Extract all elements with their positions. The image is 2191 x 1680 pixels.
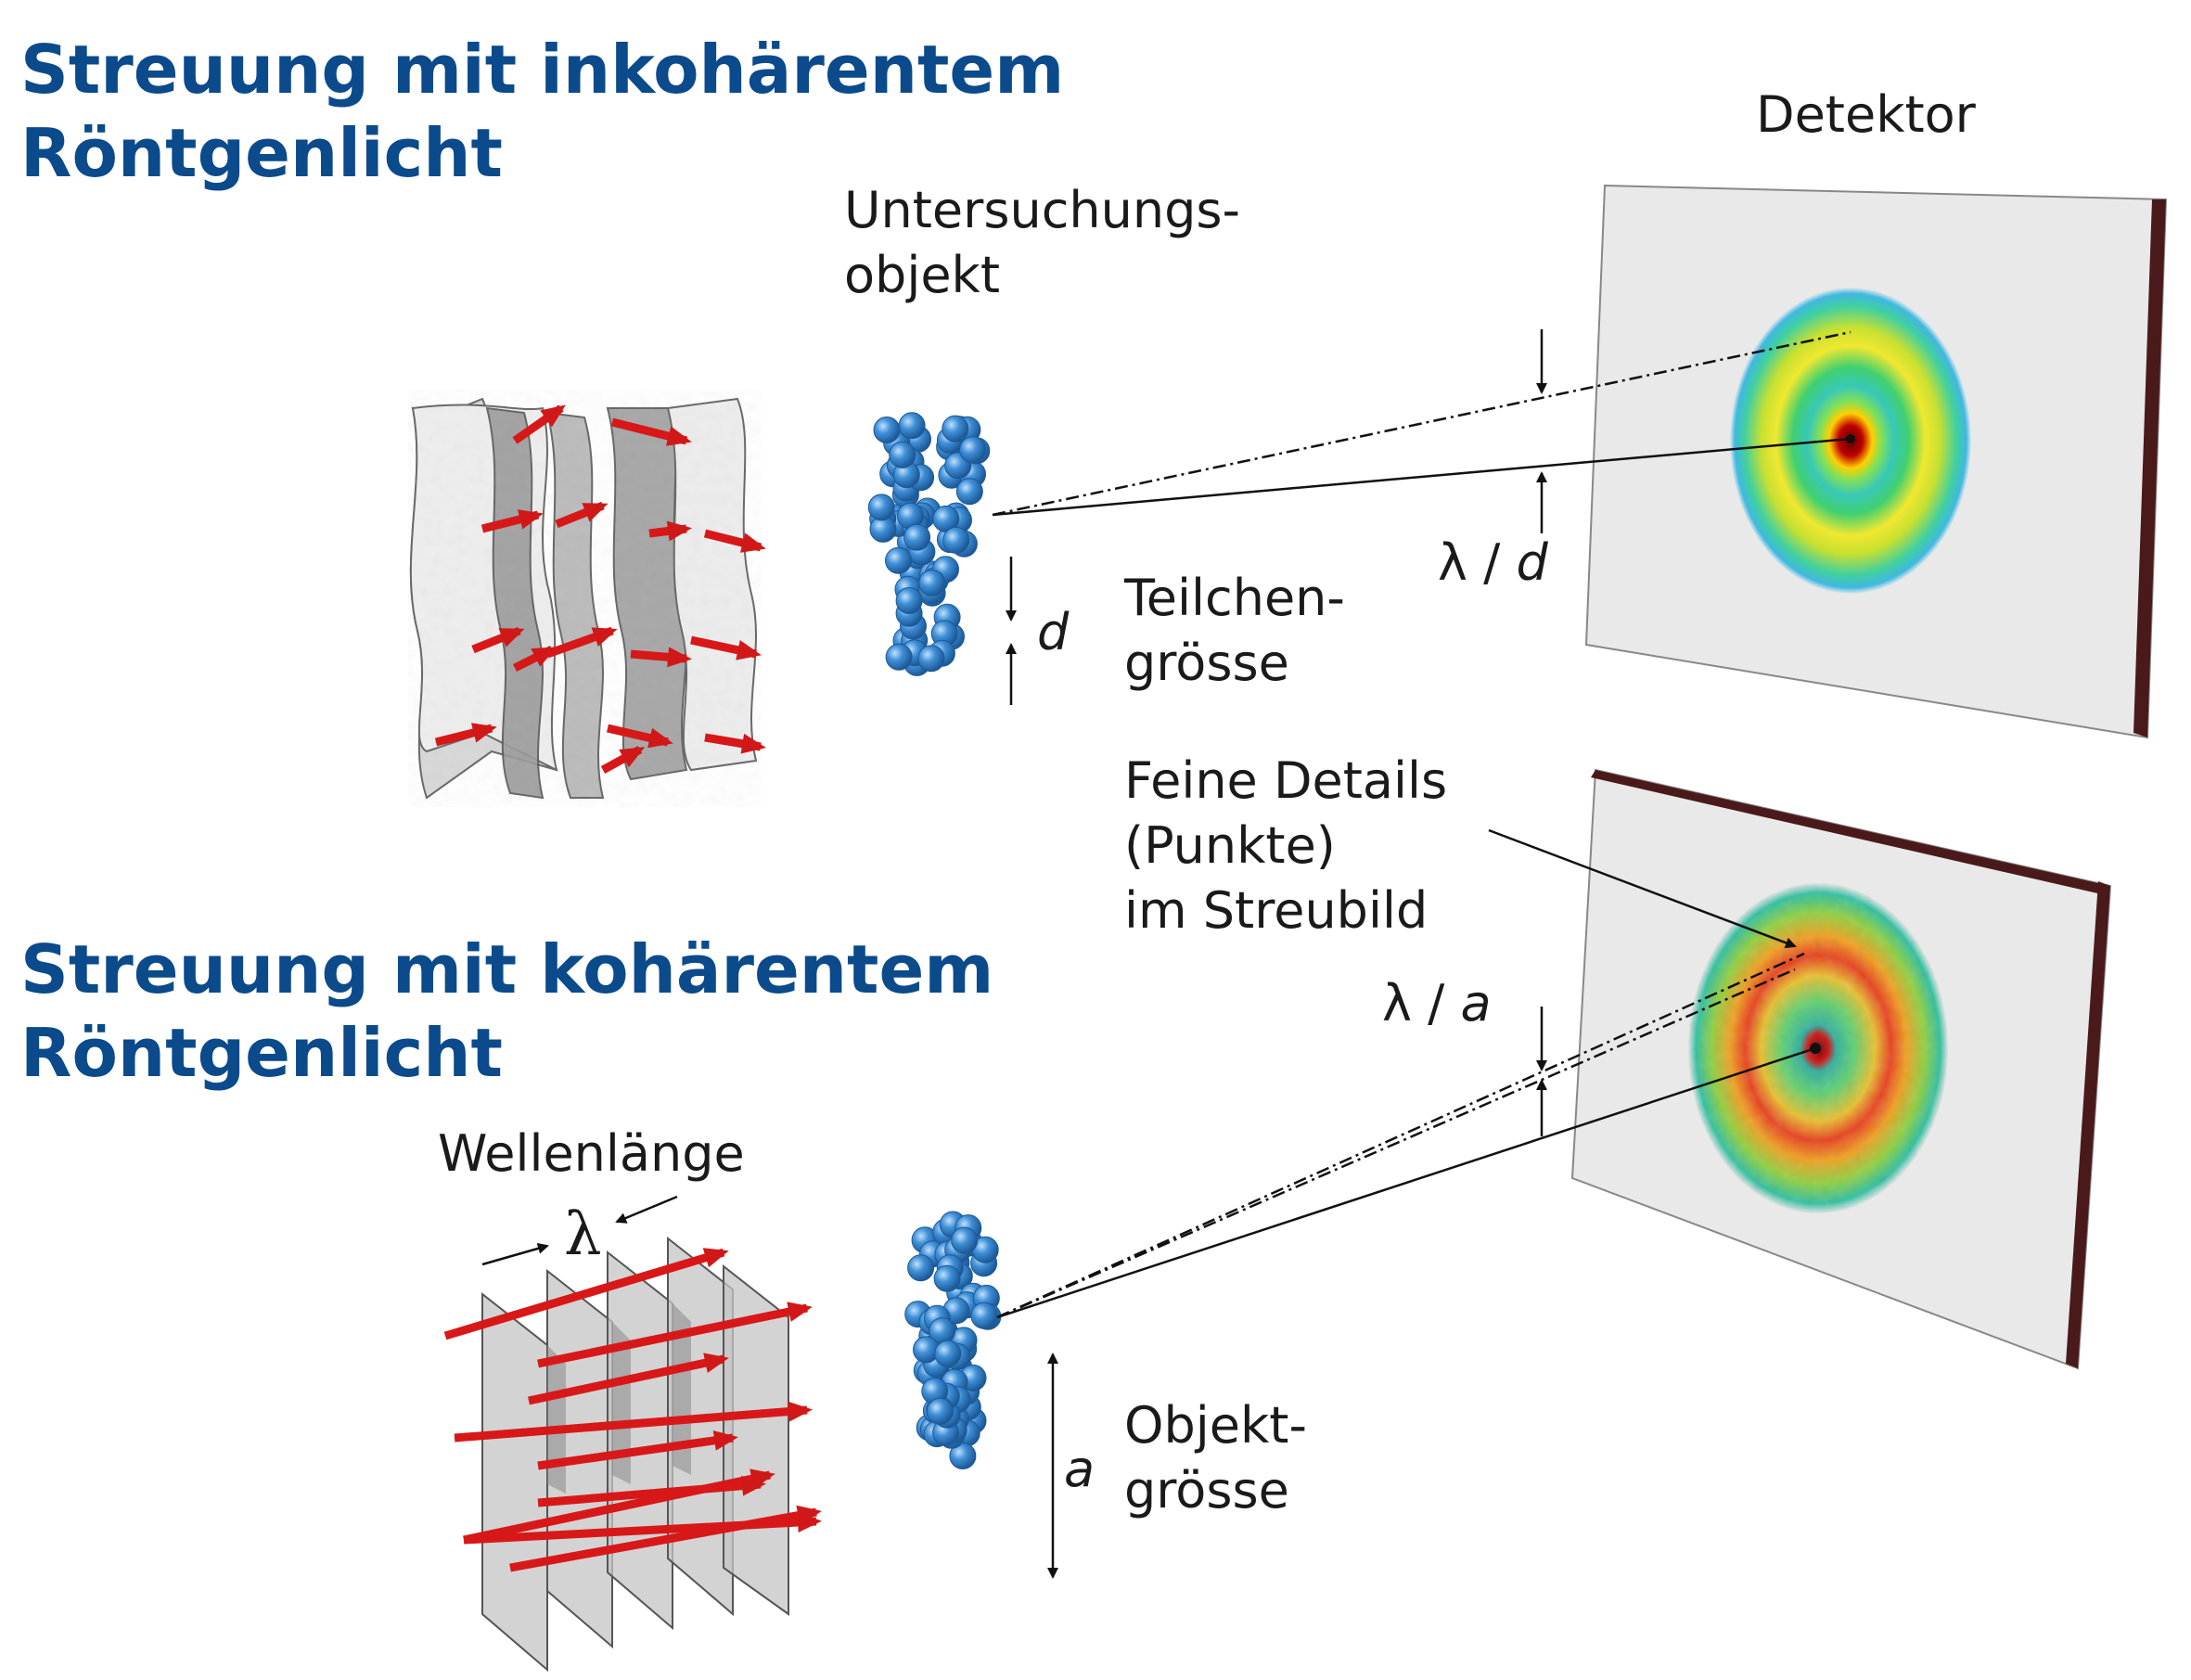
scatter-lines [992, 330, 1851, 1319]
sample-sphere [898, 412, 926, 440]
sample-sphere [917, 645, 945, 673]
label-object-line2: objekt [844, 246, 1000, 304]
sample-object-bottom [904, 1211, 1002, 1469]
label-lambda-symbol: λ [564, 1200, 602, 1269]
sample-sphere [933, 1264, 961, 1292]
coherent-wavefronts [443, 1236, 822, 1673]
sample-sphere [867, 494, 895, 521]
sample-object-top [867, 412, 991, 676]
sample-sphere [942, 415, 969, 442]
label-fine-details-line3: im Streubild [1124, 881, 1428, 940]
sample-sphere [951, 1226, 979, 1254]
sample-sphere [934, 1340, 962, 1367]
label-a-symbol: a [1064, 1440, 1095, 1498]
sample-sphere [885, 643, 913, 671]
dimension-arrows [481, 329, 1547, 1579]
title-coherent-line2: Röntgenlicht [20, 1014, 503, 1092]
sample-sphere [873, 417, 901, 443]
detector-bottom [1570, 768, 2112, 1370]
sample-sphere [885, 546, 912, 574]
label-fine-details-line1: Feine Details [1124, 751, 1447, 810]
sample-sphere [959, 436, 987, 464]
label-d-symbol: d [1037, 603, 1070, 661]
sample-sphere [970, 1302, 998, 1329]
label-particle-line2: grösse [1124, 634, 1289, 692]
label-fine-details-line2: (Punkte) [1124, 816, 1336, 875]
sample-sphere [918, 569, 946, 596]
label-particle-line1: Teilchen- [1123, 569, 1345, 627]
sample-sphere [955, 478, 983, 506]
sample-sphere [949, 1443, 977, 1469]
label-detector: Detektor [1756, 85, 1977, 144]
detector-top [1584, 184, 2168, 739]
label-lambda-over-a: λ / a [1382, 974, 1492, 1032]
label-wavelength: Wellenlänge [438, 1124, 745, 1183]
label-lambda-over-d: λ / d [1438, 533, 1548, 592]
sample-sphere [895, 587, 923, 614]
label-objsize-line1: Objekt- [1124, 1396, 1307, 1455]
sample-sphere [907, 1254, 935, 1282]
label-object-line1: Untersuchungs- [844, 181, 1240, 239]
title-incoherent-line1: Streuung mit inkohärentem [20, 31, 1064, 109]
title-coherent-line1: Streuung mit kohärentem [20, 930, 993, 1008]
sample-sphere [903, 523, 931, 551]
title-incoherent-line2: Röntgenlicht [20, 114, 503, 192]
sample-sphere [926, 1397, 954, 1425]
sample-sphere [942, 526, 970, 554]
sample-sphere [889, 441, 916, 468]
incoherent-wavefronts [408, 390, 766, 807]
label-objsize-line2: grösse [1124, 1461, 1289, 1520]
